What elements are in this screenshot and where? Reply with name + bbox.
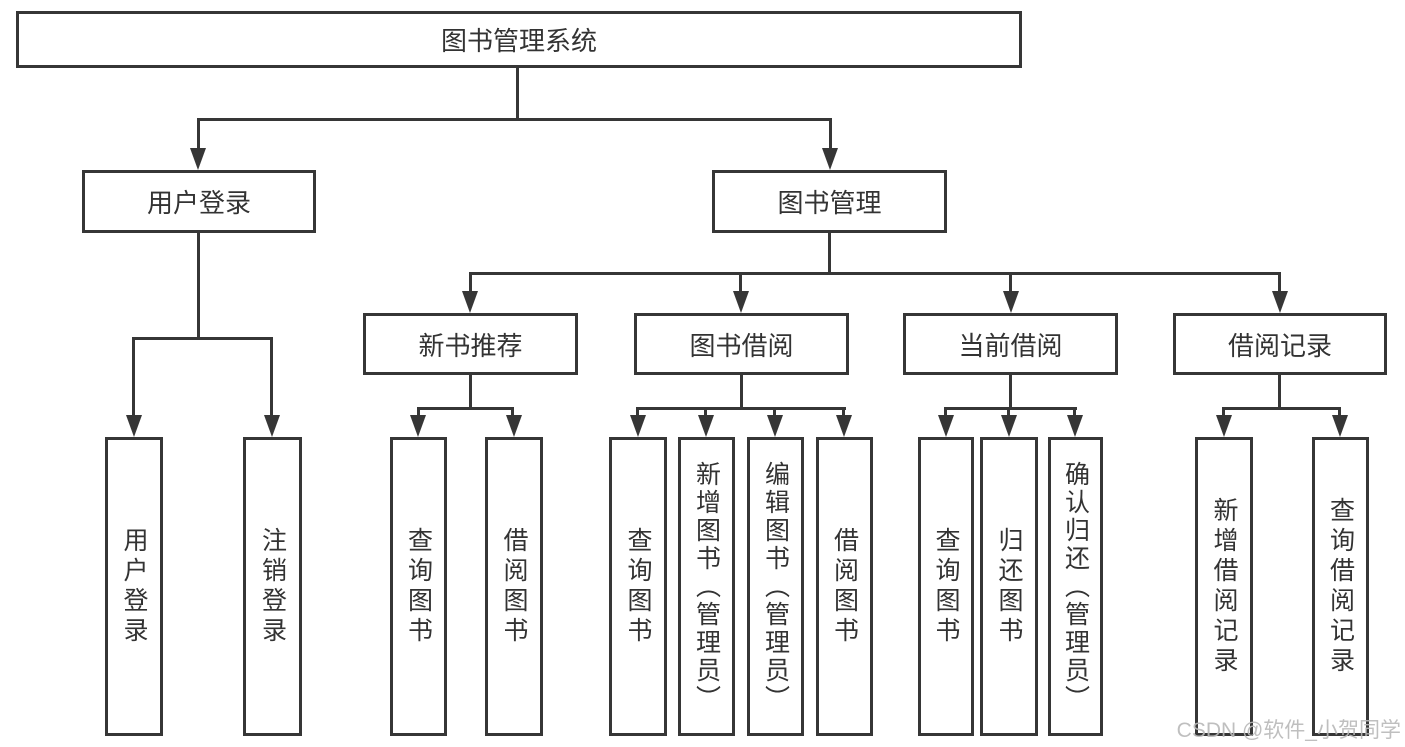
node-user-login: 用户登录: [82, 170, 316, 233]
connector: [1278, 374, 1281, 408]
connector: [469, 272, 472, 296]
connector: [197, 232, 200, 338]
arrowhead-down-icon: [1332, 415, 1348, 437]
arrowhead-down-icon: [506, 415, 522, 437]
connector: [739, 272, 742, 296]
arrowhead-down-icon: [938, 415, 954, 437]
node-borrowing-records: 借阅记录: [1173, 313, 1387, 375]
connector: [132, 337, 273, 340]
connector: [1222, 407, 1341, 410]
arrowhead-down-icon: [1216, 415, 1232, 437]
arrowhead-down-icon: [836, 415, 852, 437]
connector: [842, 407, 845, 421]
leaf-return-book: 归还图书: [980, 437, 1038, 736]
connector: [636, 407, 846, 410]
leaf-confirm-return-admin-label: 确认归还（管理员）: [1061, 460, 1090, 713]
node-new-book-recommend-label: 新书推荐: [418, 330, 523, 361]
arrowhead-down-icon: [733, 291, 749, 313]
leaf-current-query-book: 查询图书: [918, 437, 974, 736]
leaf-recommend-query-book-label: 查询图书: [404, 526, 433, 647]
connector: [944, 407, 947, 421]
connector: [773, 407, 776, 421]
connector: [469, 272, 1281, 275]
leaf-edit-book-admin-label: 编辑图书（管理员）: [761, 460, 790, 713]
connector: [636, 407, 639, 421]
leaf-current-query-book-label: 查询图书: [932, 526, 960, 647]
leaf-confirm-return-admin: 确认归还（管理员）: [1048, 437, 1103, 736]
arrowhead-down-icon: [1003, 291, 1019, 313]
leaf-borrowing-borrow-book: 借阅图书: [816, 437, 873, 736]
arrowhead-down-icon: [126, 415, 142, 437]
watermark: CSDN @软件_小贺同学: [1176, 719, 1401, 742]
leaf-logout: 注销登录: [243, 437, 302, 736]
connector: [1009, 272, 1012, 296]
connector: [417, 407, 514, 410]
node-book-management-label: 图书管理: [777, 188, 882, 218]
connector: [511, 407, 514, 421]
connector: [516, 67, 519, 120]
connector: [1338, 407, 1341, 421]
leaf-edit-book-admin: 编辑图书（管理员）: [747, 437, 804, 736]
leaf-add-book-admin: 新增图书（管理员）: [678, 437, 735, 736]
leaf-borrowing-borrow-book-label: 借阅图书: [830, 526, 859, 647]
arrowhead-down-icon: [1272, 291, 1288, 313]
arrowhead-down-icon: [698, 415, 714, 437]
connector: [469, 374, 472, 408]
connector: [417, 407, 420, 421]
leaf-user-login: 用户登录: [105, 437, 163, 736]
leaf-add-book-admin-label: 新增图书（管理员）: [692, 460, 721, 713]
leaf-borrowing-query-book-label: 查询图书: [624, 526, 652, 647]
node-new-book-recommend: 新书推荐: [363, 313, 578, 375]
connector: [704, 407, 707, 421]
leaf-logout-label: 注销登录: [258, 526, 287, 647]
arrowhead-down-icon: [630, 415, 646, 437]
arrowhead-down-icon: [410, 415, 426, 437]
node-book-borrowing-label: 图书借阅: [689, 330, 794, 361]
leaf-recommend-borrow-book: 借阅图书: [485, 437, 543, 736]
arrowhead-down-icon: [462, 291, 478, 313]
leaf-return-book-label: 归还图书: [995, 526, 1023, 647]
arrowhead-down-icon: [822, 148, 838, 170]
connector: [829, 118, 832, 156]
node-book-borrowing: 图书借阅: [634, 313, 849, 375]
connector: [270, 337, 273, 421]
connector: [740, 374, 743, 408]
connector: [1009, 374, 1012, 408]
leaf-query-borrow-record-label: 查询借阅记录: [1326, 496, 1355, 677]
connector: [197, 118, 200, 156]
leaf-add-borrow-record: 新增借阅记录: [1195, 437, 1253, 736]
leaf-add-borrow-record-label: 新增借阅记录: [1210, 496, 1238, 677]
leaf-query-borrow-record: 查询借阅记录: [1312, 437, 1369, 736]
connector: [1278, 272, 1281, 296]
leaf-recommend-query-book: 查询图书: [390, 437, 447, 736]
node-borrowing-records-label: 借阅记录: [1227, 330, 1332, 361]
arrowhead-down-icon: [767, 415, 783, 437]
connector: [1073, 407, 1076, 421]
arrowhead-down-icon: [1067, 415, 1083, 437]
leaf-recommend-borrow-book-label: 借阅图书: [500, 526, 528, 647]
connector: [1007, 407, 1010, 421]
leaf-borrowing-query-book: 查询图书: [609, 437, 667, 736]
arrowhead-down-icon: [264, 415, 280, 437]
connector: [1222, 407, 1225, 421]
node-root-label: 图书管理系统: [440, 26, 597, 56]
arrowhead-down-icon: [1001, 415, 1017, 437]
arrowhead-down-icon: [190, 148, 206, 170]
connector: [197, 118, 832, 121]
node-root: 图书管理系统: [16, 11, 1022, 68]
connector: [944, 407, 1077, 410]
node-current-borrowing-label: 当前借阅: [958, 330, 1063, 361]
node-book-management: 图书管理: [712, 170, 947, 233]
node-current-borrowing: 当前借阅: [903, 313, 1118, 375]
leaf-user-login-label: 用户登录: [120, 526, 148, 647]
connector: [828, 232, 831, 273]
node-user-login-label: 用户登录: [146, 188, 251, 218]
connector: [132, 337, 135, 421]
